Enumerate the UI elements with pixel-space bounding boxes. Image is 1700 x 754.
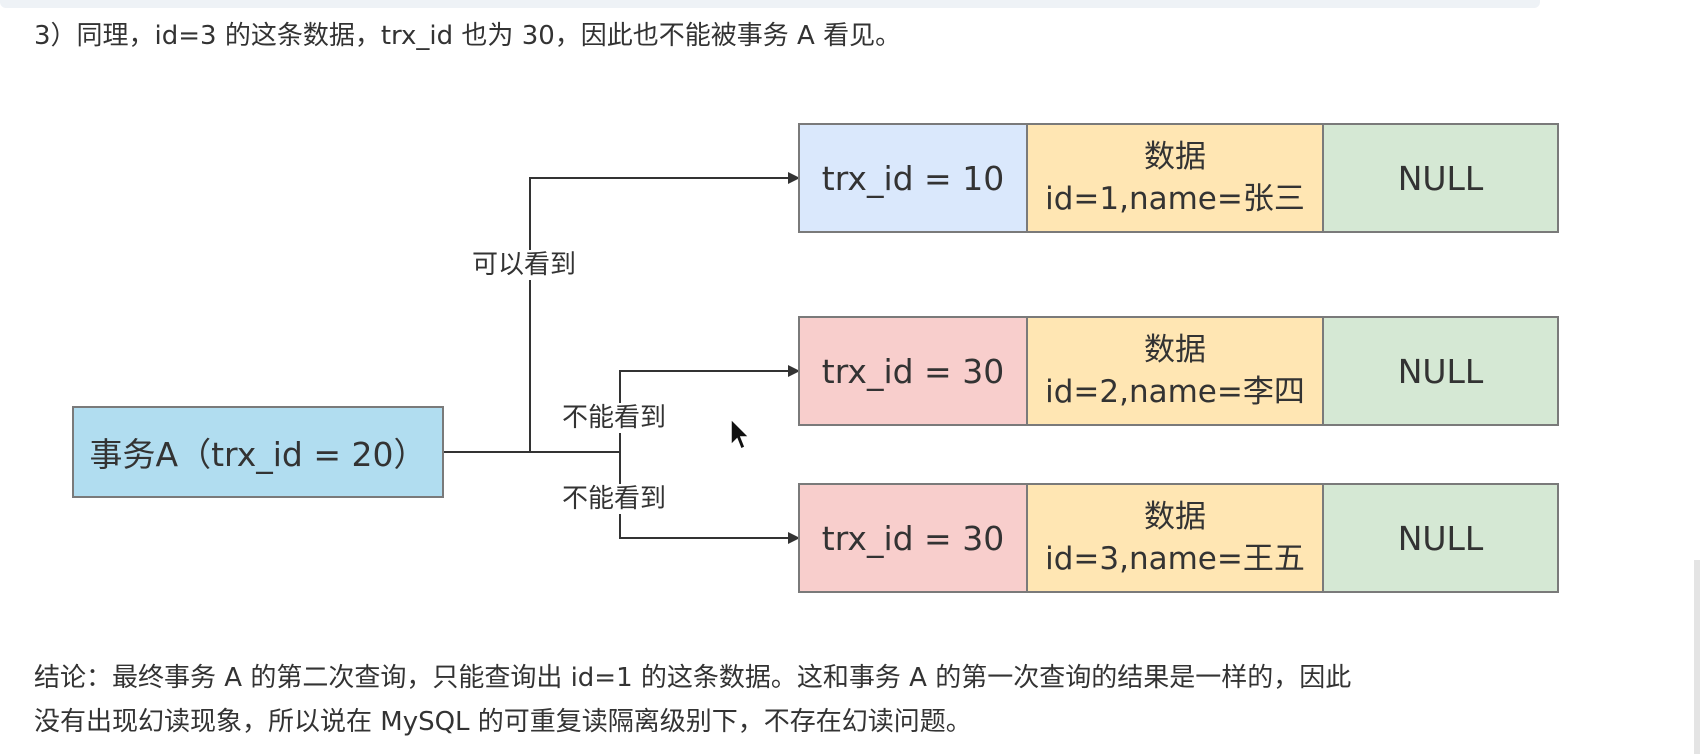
row-2-data-value: id=2,name=李四 [1045, 374, 1305, 410]
edge-label-invisible-2: 不能看到 [562, 484, 667, 514]
mouse-pointer-icon [730, 418, 751, 451]
transaction-a-box: 事务A（trx_id = 20） [72, 406, 444, 498]
row-3-data-title: 数据 [1144, 499, 1206, 535]
scrollbar-edge[interactable] [1694, 560, 1700, 754]
row-1-data-value: id=1,name=张三 [1045, 181, 1305, 217]
row-2-data-title: 数据 [1144, 332, 1206, 368]
row-2-trx-label: trx_id = 30 [821, 351, 1005, 391]
connector-invisible-2 [619, 452, 800, 544]
row-3-null-cell: NULL [1322, 483, 1559, 593]
row-2-trx-cell: trx_id = 30 [798, 316, 1028, 426]
row-3-null-label: NULL [1397, 518, 1484, 558]
row-1-trx-cell: trx_id = 10 [798, 123, 1028, 233]
conclusion-line-1: 结论：最终事务 A 的第二次查询，只能查询出 id=1 的这条数据。这和事务 A… [34, 663, 1352, 693]
top-bar [0, 0, 1540, 8]
row-3-data-cell: 数据 id=3,name=王五 [1026, 483, 1324, 593]
conclusion-paragraph: 结论：最终事务 A 的第二次查询，只能查询出 id=1 的这条数据。这和事务 A… [34, 656, 1351, 744]
row-2-data-cell: 数据 id=2,name=李四 [1026, 316, 1324, 426]
conclusion-line-2: 没有出现幻读现象，所以说在 MySQL 的可重复读隔离级别下，不存在幻读问题。 [34, 707, 972, 737]
row-1-null-cell: NULL [1322, 123, 1559, 233]
row-3-trx-label: trx_id = 30 [821, 518, 1005, 558]
row-3-data-value: id=3,name=王五 [1045, 541, 1305, 577]
row-1-trx-label: trx_id = 10 [821, 158, 1005, 198]
row-1-data-title: 数据 [1144, 139, 1206, 175]
paragraph-top: 3）同理，id=3 的这条数据，trx_id 也为 30，因此也不能被事务 A … [34, 21, 902, 51]
row-1-data-cell: 数据 id=1,name=张三 [1026, 123, 1324, 233]
edge-label-invisible-1: 不能看到 [562, 403, 667, 433]
edge-label-visible: 可以看到 [472, 250, 577, 280]
connector-visible [529, 172, 800, 452]
row-1-null-label: NULL [1397, 158, 1484, 198]
transaction-a-label: 事务A（trx_id = 20） [89, 435, 427, 474]
row-2-null-cell: NULL [1322, 316, 1559, 426]
row-2-null-label: NULL [1397, 351, 1484, 391]
row-3-trx-cell: trx_id = 30 [798, 483, 1028, 593]
